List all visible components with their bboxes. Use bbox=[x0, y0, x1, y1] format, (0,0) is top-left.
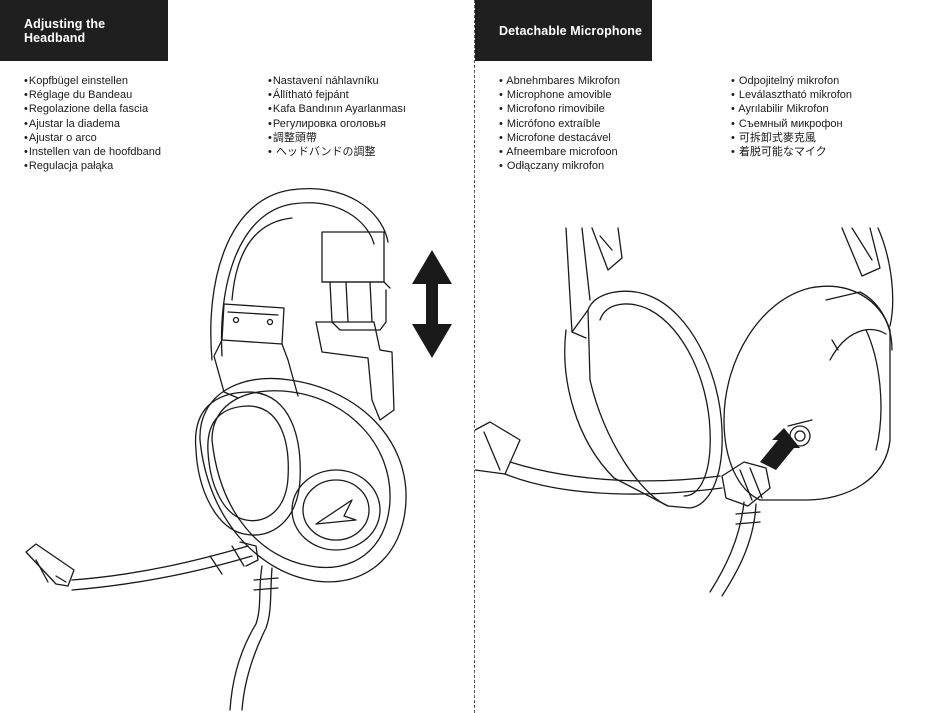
left-language-list-2: Nastavení náhlavníku Állítható fejpánt K… bbox=[268, 74, 406, 159]
list-item: Regulacja pałąka bbox=[24, 159, 161, 173]
list-item: Съемный микрофон bbox=[731, 117, 852, 131]
list-item: Microfono rimovibile bbox=[499, 102, 620, 116]
list-item: Micrófono extraíble bbox=[499, 117, 620, 131]
list-item: Kopfbügel einstellen bbox=[24, 74, 161, 88]
list-item: Odpojitelný mikrofon bbox=[731, 74, 852, 88]
list-item: 着脱可能なマイク bbox=[731, 145, 852, 159]
double-vertical-arrow-icon bbox=[412, 250, 452, 358]
page-divider bbox=[474, 0, 475, 713]
list-item: Kafa Bandının Ayarlanması bbox=[268, 102, 406, 116]
left-page: Adjusting the Headband Kopfbügel einstel… bbox=[0, 0, 475, 713]
left-page-title: Adjusting the Headband bbox=[0, 0, 168, 61]
headset-headband-illustration bbox=[25, 188, 407, 711]
list-item: Réglage du Bandeau bbox=[24, 88, 161, 102]
right-language-list-1: Abnehmbares Mikrofon Microphone amovible… bbox=[499, 74, 620, 173]
list-item: Microphone amovible bbox=[499, 88, 620, 102]
microphone-detach-illustration bbox=[475, 227, 894, 597]
list-item: Microfone destacável bbox=[499, 131, 620, 145]
list-item: 可拆卸式麥克風 bbox=[731, 131, 852, 145]
left-language-list-1: Kopfbügel einstellen Réglage du Bandeau … bbox=[24, 74, 161, 173]
right-page: Detachable Microphone Abnehmbares Mikrof… bbox=[475, 0, 950, 713]
list-item: Ajustar o arco bbox=[24, 131, 161, 145]
list-item: Abnehmbares Mikrofon bbox=[499, 74, 620, 88]
right-page-title: Detachable Microphone bbox=[475, 0, 652, 61]
list-item: ヘッドバンドの調整 bbox=[268, 145, 406, 159]
list-item: Nastavení náhlavníku bbox=[268, 74, 406, 88]
list-item: Regolazione della fascia bbox=[24, 102, 161, 116]
list-item: Afneembare microfoon bbox=[499, 145, 620, 159]
list-item: Ayrılabilir Mikrofon bbox=[731, 102, 852, 116]
list-item: Регулировка оголовья bbox=[268, 117, 406, 131]
list-item: Instellen van de hoofdband bbox=[24, 145, 161, 159]
list-item: Ajustar la diadema bbox=[24, 117, 161, 131]
list-item: Odłączany mikrofon bbox=[499, 159, 620, 173]
list-item: Leválasztható mikrofon bbox=[731, 88, 852, 102]
right-language-list-2: Odpojitelný mikrofon Leválasztható mikro… bbox=[731, 74, 852, 159]
list-item: 調整頭帶 bbox=[268, 131, 406, 145]
list-item: Állítható fejpánt bbox=[268, 88, 406, 102]
